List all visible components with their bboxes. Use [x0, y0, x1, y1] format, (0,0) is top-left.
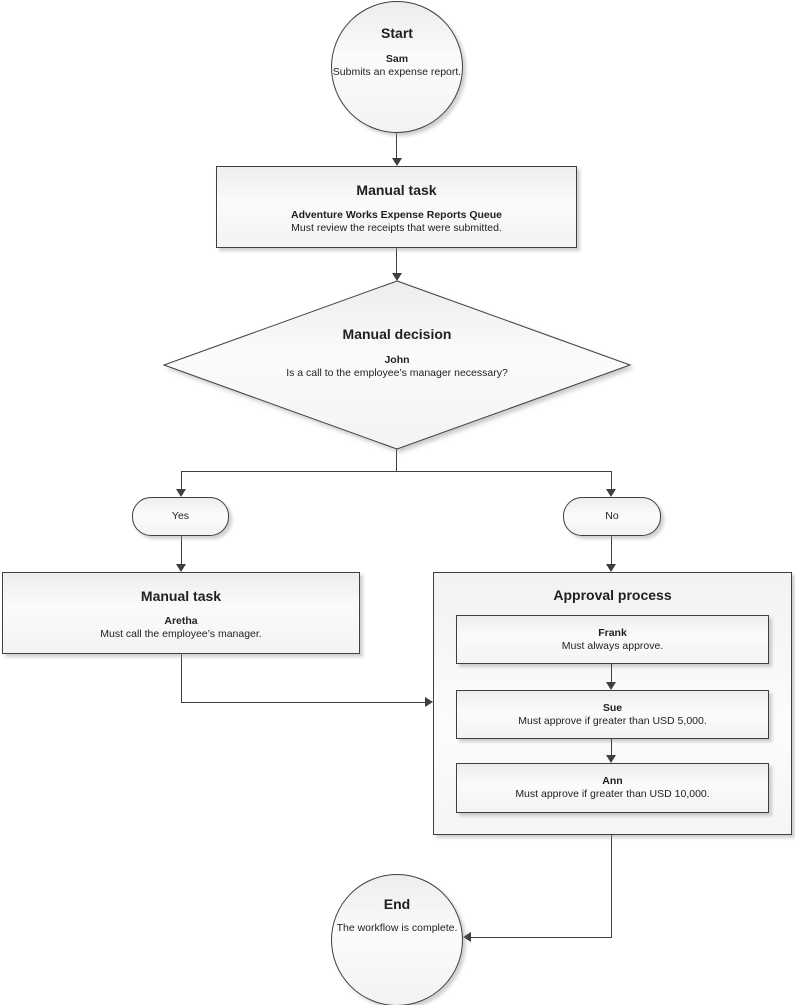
approval-step-description: Must approve if greater than USD 5,000.: [518, 714, 707, 727]
review-task-name: Adventure Works Expense Reports Queue: [290, 209, 503, 221]
arrowhead-sue-ann-icon: [606, 755, 616, 763]
decision-name: John: [384, 354, 410, 366]
call-task-name: Aretha: [164, 615, 198, 627]
end-title: End: [383, 896, 411, 912]
review-task-title: Manual task: [356, 182, 437, 198]
branch-yes-node: Yes: [132, 497, 229, 536]
connector-approval-end-h: [471, 937, 612, 938]
connector-split-no: [611, 471, 612, 489]
branch-no-label: No: [605, 510, 619, 522]
approval-step-sue: Sue Must approve if greater than USD 5,0…: [456, 690, 769, 739]
call-task-title: Manual task: [140, 588, 222, 604]
review-task-node: Manual task Adventure Works Expense Repo…: [216, 166, 577, 248]
connector-decision-stem: [396, 449, 397, 471]
approval-step-name: Ann: [602, 775, 623, 787]
arrowhead-split-no-icon: [606, 489, 616, 497]
arrowhead-approval-end-icon: [463, 932, 471, 942]
start-title: Start: [381, 25, 413, 41]
end-node: End The workflow is complete.: [331, 874, 463, 1005]
connector-split-yes: [181, 471, 182, 489]
connector-call-approval-v: [181, 654, 182, 702]
branch-yes-label: Yes: [171, 510, 190, 522]
arrowhead-yes-call-icon: [176, 564, 186, 572]
decision-diamond-icon: [162, 280, 632, 450]
approval-process-title: Approval process: [553, 587, 672, 603]
decision-description: Is a call to the employee’s manager nece…: [286, 367, 508, 379]
arrowhead-call-approval-icon: [425, 697, 433, 707]
branch-no-node: No: [563, 497, 661, 536]
start-node: Start Sam Submits an expense report.: [331, 1, 463, 133]
connector-frank-sue: [611, 664, 612, 682]
arrowhead-review-decision-icon: [392, 273, 402, 281]
connector-yes-call: [181, 536, 182, 564]
connector-start-review: [396, 133, 397, 158]
approval-step-name: Sue: [602, 701, 623, 714]
arrowhead-no-approval-icon: [606, 564, 616, 572]
approval-step-description: Must approve if greater than USD 10,000.: [515, 788, 710, 800]
call-task-node: Manual task Aretha Must call the employe…: [2, 572, 360, 654]
connector-review-decision: [396, 248, 397, 273]
approval-step-frank: Frank Must always approve.: [456, 615, 769, 664]
connector-no-approval: [611, 536, 612, 564]
approval-step-ann: Ann Must approve if greater than USD 10,…: [456, 763, 769, 813]
call-task-description: Must call the employee’s manager.: [100, 628, 262, 640]
connector-split-bar: [181, 471, 612, 472]
arrowhead-start-review-icon: [392, 158, 402, 166]
end-description: The workflow is complete.: [336, 922, 458, 934]
start-name: Sam: [385, 53, 409, 65]
decision-title: Manual decision: [342, 326, 452, 342]
connector-call-approval-h: [181, 702, 425, 703]
review-task-description: Must review the receipts that were submi…: [291, 222, 502, 234]
approval-step-description: Must always approve.: [561, 639, 664, 652]
approval-step-name: Frank: [598, 626, 627, 639]
start-description: Submits an expense report.: [332, 66, 462, 78]
arrowhead-split-yes-icon: [176, 489, 186, 497]
connector-sue-ann: [611, 739, 612, 755]
arrowhead-frank-sue-icon: [606, 682, 616, 690]
decision-node: Manual decision John Is a call to the em…: [162, 280, 632, 450]
connector-approval-end-v: [611, 835, 612, 937]
